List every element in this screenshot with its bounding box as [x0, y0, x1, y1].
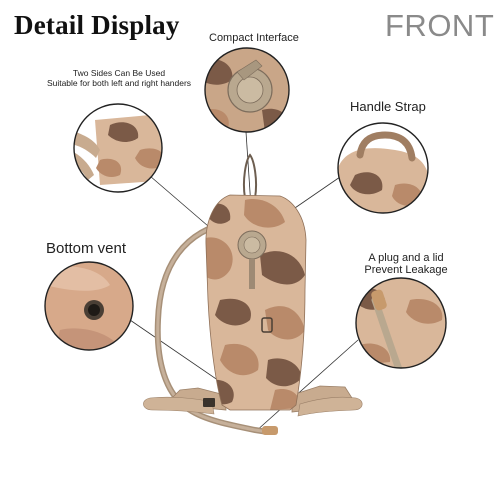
label-plug-lid-line1: A plug and a lid [368, 252, 444, 264]
label-handle-strap: Handle Strap [350, 99, 426, 114]
view-label: FRONT [385, 8, 495, 43]
pointer-line-handle [291, 176, 341, 211]
bite-valve [262, 426, 278, 435]
label-plug-lid: A plug and a lid Prevent Leakage [346, 252, 466, 276]
detail-circle-side-panel [73, 103, 163, 193]
pointer-lines [129, 131, 359, 433]
label-plug-lid-line2: Prevent Leakage [364, 264, 448, 276]
detail-circle-plug-lid [355, 277, 447, 369]
pointer-line-side [149, 175, 216, 233]
page-title: Detail Display [14, 10, 180, 40]
detail-circle-compact-interface [204, 47, 290, 133]
strap-buckle-left [203, 398, 215, 407]
label-two-sides: Two Sides Can Be Used Suitable for both … [44, 68, 194, 88]
detail-circle-handle-strap [337, 122, 429, 214]
pointer-line-plug [254, 339, 359, 433]
pointer-line-vent [129, 319, 226, 386]
hanging-loop [242, 153, 258, 199]
label-bottom-vent: Bottom vent [46, 240, 127, 257]
detail-circle-bottom-vent [44, 261, 134, 351]
label-compact-interface: Compact Interface [209, 32, 299, 44]
d-ring [261, 317, 273, 333]
label-two-sides-line2: Suitable for both left and right handers [46, 78, 192, 88]
label-two-sides-line1: Two Sides Can Be Used [72, 68, 166, 78]
tube-port [249, 259, 255, 289]
hydration-bag [205, 194, 307, 411]
